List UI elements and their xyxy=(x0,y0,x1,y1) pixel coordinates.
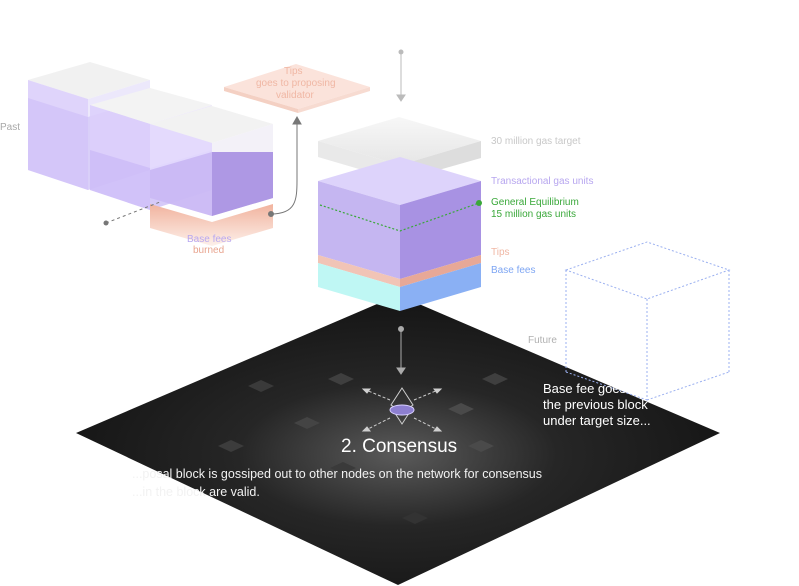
consensus-title: 2. Consensus xyxy=(341,436,458,457)
tips-label: Tips xyxy=(491,247,510,258)
future-note-line2: the previous block xyxy=(543,397,648,412)
base-fees-label: Base fees xyxy=(491,265,536,276)
gas-target-label: 30 million gas target xyxy=(491,136,581,147)
base-fees-burned-line1: Base fees xyxy=(187,234,232,245)
consensus-platform xyxy=(76,295,720,585)
future-note-line3: under target size... xyxy=(543,413,651,428)
top-arrow xyxy=(396,49,406,102)
equilibrium-label-line2: 15 million gas units xyxy=(491,209,577,220)
future-label: Future xyxy=(528,335,557,346)
ethereum-node-icon xyxy=(361,387,443,432)
block-to-consensus-arrow xyxy=(396,326,406,375)
main-block xyxy=(318,117,482,311)
tips-card-line2: validator xyxy=(276,90,314,101)
transactional-gas-label: Transactional gas units xyxy=(491,176,594,187)
future-block xyxy=(564,241,731,401)
tips-card-title: Tips xyxy=(284,66,303,77)
past-label: Past xyxy=(0,122,21,133)
tips-card xyxy=(224,64,370,113)
past-connector xyxy=(103,201,161,226)
consensus-body-line1: ...posal block is gossiped out to other … xyxy=(132,467,542,481)
future-note-line1: Base fee goes xyxy=(543,381,627,396)
equilibrium-label-line1: General Equilibrium xyxy=(491,197,579,208)
tips-arrow xyxy=(268,115,302,217)
past-blocks xyxy=(28,62,273,246)
consensus-body-line2: ...in the block are valid. xyxy=(132,485,260,499)
tips-card-line1: goes to proposing xyxy=(256,78,336,89)
base-fees-burned-line2: burned xyxy=(193,245,225,256)
